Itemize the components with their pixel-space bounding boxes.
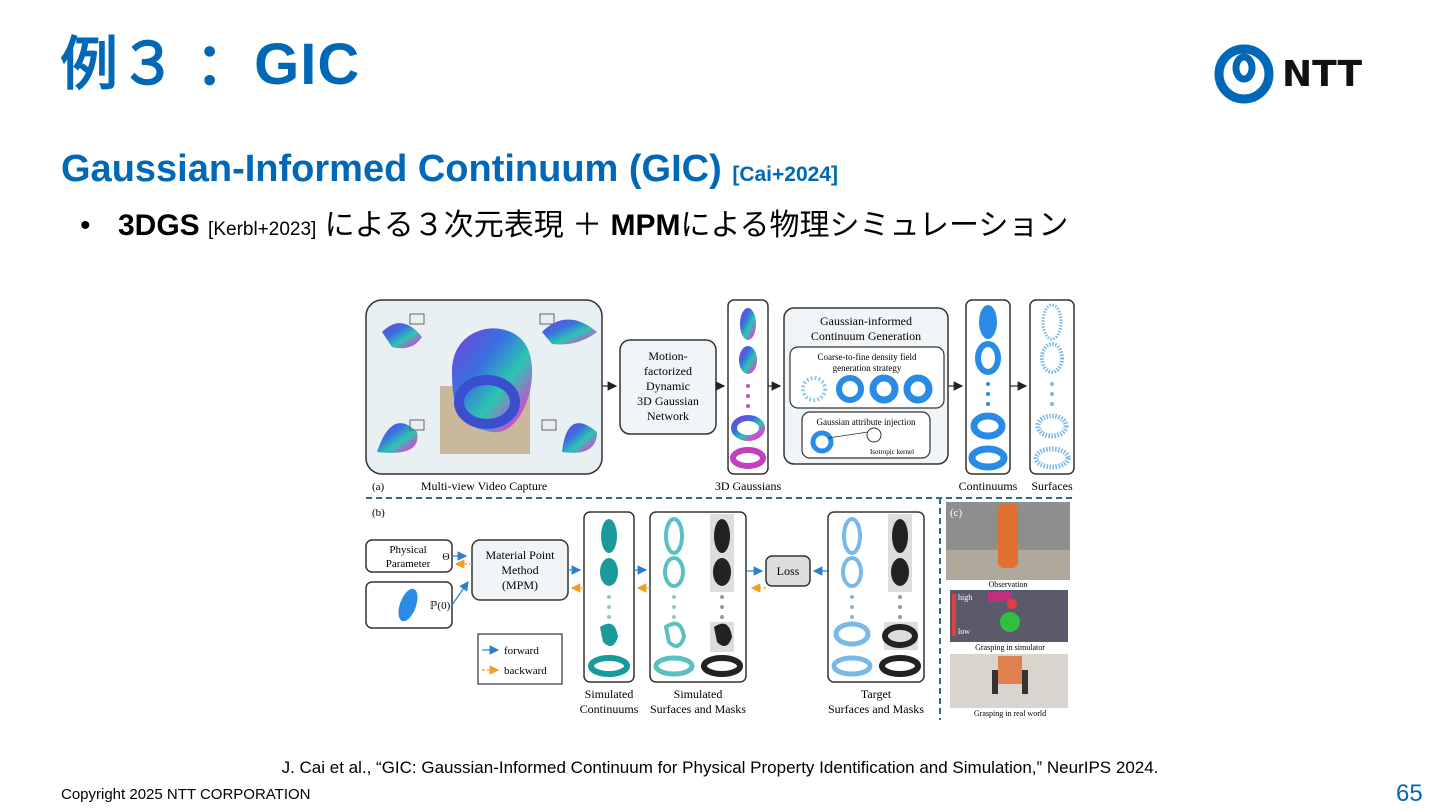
mpm-line-1: Material Point — [486, 548, 556, 562]
isotropic-kernel-label: Isotropic kernel — [870, 448, 914, 456]
motion-net-line-3: Dynamic — [646, 379, 690, 393]
theta-label: Θ — [442, 552, 449, 563]
gic-title-line-1: Gaussian-informed — [820, 314, 912, 328]
bullet-text-1: による３次元表現 ＋ — [324, 209, 611, 242]
gaussians-caption: 3D Gaussians — [715, 479, 782, 493]
motion-net-line-4: 3D Gaussian — [637, 394, 699, 408]
subtitle-reference: [Cai+2024] — [732, 163, 838, 186]
multiview-capture-box — [365, 299, 603, 475]
page-number: 65 — [1396, 780, 1423, 807]
subtitle: Gaussian-Informed Continuum (GIC) [Cai+2… — [61, 146, 838, 198]
copyright: Copyright 2025 NTT CORPORATION — [61, 786, 311, 803]
motion-net-line-2: factorized — [644, 364, 692, 378]
legend-forward: forward — [504, 645, 539, 657]
observation-caption: Observation — [988, 580, 1027, 589]
grasp-sim-caption: Grasping in simulator — [975, 643, 1045, 652]
physical-parameter-line-2: Parameter — [386, 558, 431, 570]
citation: J. Cai et al., “GIC: Gaussian-Informed C… — [281, 758, 1159, 777]
surfaces-caption: Surfaces — [1031, 479, 1073, 493]
multiview-caption: Multi-view Video Capture — [421, 479, 547, 493]
high-label: high — [958, 593, 972, 602]
gic-title-line-2: Continuum Generation — [811, 329, 921, 343]
coarse-to-fine-line-2: generation strategy — [833, 363, 902, 373]
p0-label: ℙ(0) — [430, 600, 451, 612]
subtitle-text: Gaussian-Informed Continuum (GIC) — [61, 148, 722, 190]
gic-pipeline-figure: (a) Multi-view Video Capture Motion- fac… — [365, 299, 1075, 720]
legend-box — [477, 633, 563, 685]
ntt-logo: NTT — [1214, 44, 1363, 104]
bullet-ref: [Kerbl+2023] — [208, 219, 317, 240]
loss-box — [765, 555, 811, 587]
slide-title: 例３ ：GIC — [60, 32, 361, 97]
sim-surfaces-line-2: Surfaces and Masks — [650, 702, 746, 716]
sim-surfaces-line-1: Simulated — [674, 687, 723, 701]
sim-continuums-line-1: Simulated — [585, 687, 634, 701]
legend-backward: backward — [504, 665, 547, 677]
logo-text: NTT — [1282, 54, 1363, 95]
mpm-line-2: Method — [501, 563, 538, 577]
panel-c-label: (c) — [950, 507, 963, 519]
target-line-1: Target — [861, 687, 892, 701]
bullet-dot: • — [80, 209, 91, 242]
bullet-3dgs: 3DGS — [118, 209, 200, 242]
bullet-item: • 3DGS [Kerbl+2023] による３次元表現 ＋ MPMによる物理シミ… — [80, 206, 1068, 250]
panel-b-label: (b) — [372, 507, 385, 519]
bullet-mpm: MPM — [610, 209, 681, 242]
motion-net-line-5: Network — [647, 409, 689, 423]
panel-a-label: (a) — [372, 481, 385, 493]
motion-net-line-1: Motion- — [648, 349, 687, 363]
attr-injection-label: Gaussian attribute injection — [817, 417, 916, 427]
grasp-real-caption: Grasping in real world — [974, 709, 1046, 718]
bullet-text-2: による物理シミュレーション — [680, 209, 1069, 242]
physical-parameter-line-1: Physical — [389, 544, 426, 556]
sim-continuums-line-2: Continuums — [580, 702, 639, 716]
low-label: low — [958, 627, 970, 636]
loss-label: Loss — [777, 564, 800, 578]
mpm-line-3: (MPM) — [502, 578, 538, 592]
surfaces-column — [1029, 299, 1075, 475]
continuums-caption: Continuums — [959, 479, 1018, 493]
target-line-2: Surfaces and Masks — [828, 702, 924, 716]
coarse-to-fine-line-1: Coarse-to-fine density field — [818, 352, 917, 362]
